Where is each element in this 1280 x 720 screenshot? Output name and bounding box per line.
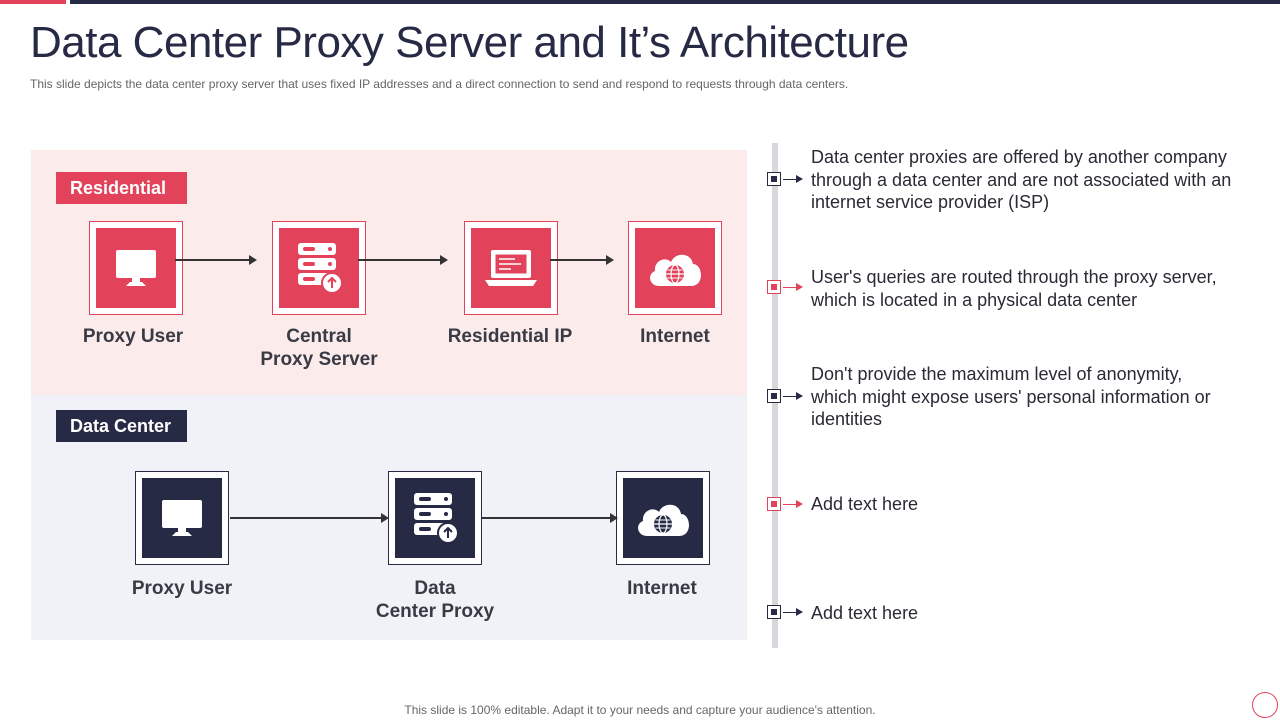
node-label: Internet <box>627 578 697 599</box>
residential-ip-node <box>464 221 558 315</box>
node-label: Central Proxy Server <box>244 325 394 371</box>
bullet-marker <box>767 280 781 294</box>
page-subtitle: This slide depicts the data center proxy… <box>30 77 849 91</box>
top-bar <box>70 0 1280 4</box>
flow-arrow <box>482 513 618 523</box>
bullet-text: Add text here <box>811 494 919 514</box>
bullet-arrow <box>783 392 803 400</box>
flow-arrow <box>550 255 614 265</box>
data-center-tag: Data Center <box>56 410 187 442</box>
bullet-arrow <box>783 608 803 616</box>
server-icon <box>298 243 343 294</box>
dc-proxy-user-node <box>135 471 229 565</box>
bullet-arrow <box>783 175 803 183</box>
flow-arrow <box>230 513 389 523</box>
bullet-marker <box>767 605 781 619</box>
dc-data-center-proxy-node <box>388 471 482 565</box>
bullet-text: User's queries are routed through the pr… <box>811 267 1217 310</box>
node-label: Data Center Proxy <box>360 577 510 623</box>
node-label: Proxy User <box>131 578 233 599</box>
residential-internet-node <box>628 221 722 315</box>
bullet-marker <box>767 389 781 403</box>
cloud-globe-icon <box>638 504 689 536</box>
bullet-text: Don't provide the maximum level of anony… <box>811 364 1211 429</box>
flow-arrow <box>358 255 448 265</box>
monitor-icon <box>116 250 156 286</box>
node-label: Proxy User <box>82 326 184 347</box>
page-title: Data Center Proxy Server and It’s Archit… <box>30 18 909 67</box>
node-label-line: Central <box>286 326 352 347</box>
dc-internet-node <box>616 471 710 565</box>
bullet-text: Add text here <box>811 603 919 623</box>
node-label: Internet <box>640 326 710 347</box>
node-label: Residential IP <box>447 326 573 347</box>
monitor-icon <box>162 500 202 536</box>
top-accent-bar <box>0 0 66 4</box>
node-label-line: Proxy Server <box>260 349 378 370</box>
bullet-marker <box>767 172 781 186</box>
residential-proxy-user-node <box>89 221 183 315</box>
bullet-arrow <box>783 500 803 508</box>
residential-central-proxy-node <box>272 221 366 315</box>
bullet-marker <box>767 497 781 511</box>
bullet-text: Data center proxies are offered by anoth… <box>811 147 1232 212</box>
bullet-arrow <box>783 283 803 291</box>
corner-circle-decoration <box>1252 692 1278 718</box>
node-label-line: Data <box>414 578 456 599</box>
footer-note: This slide is 100% editable. Adapt it to… <box>404 703 876 717</box>
residential-tag: Residential <box>56 172 187 204</box>
laptop-icon <box>485 250 537 286</box>
server-icon <box>414 493 459 544</box>
flow-arrow <box>175 255 257 265</box>
cloud-globe-icon <box>650 254 701 286</box>
node-label-line: Center Proxy <box>375 601 495 622</box>
